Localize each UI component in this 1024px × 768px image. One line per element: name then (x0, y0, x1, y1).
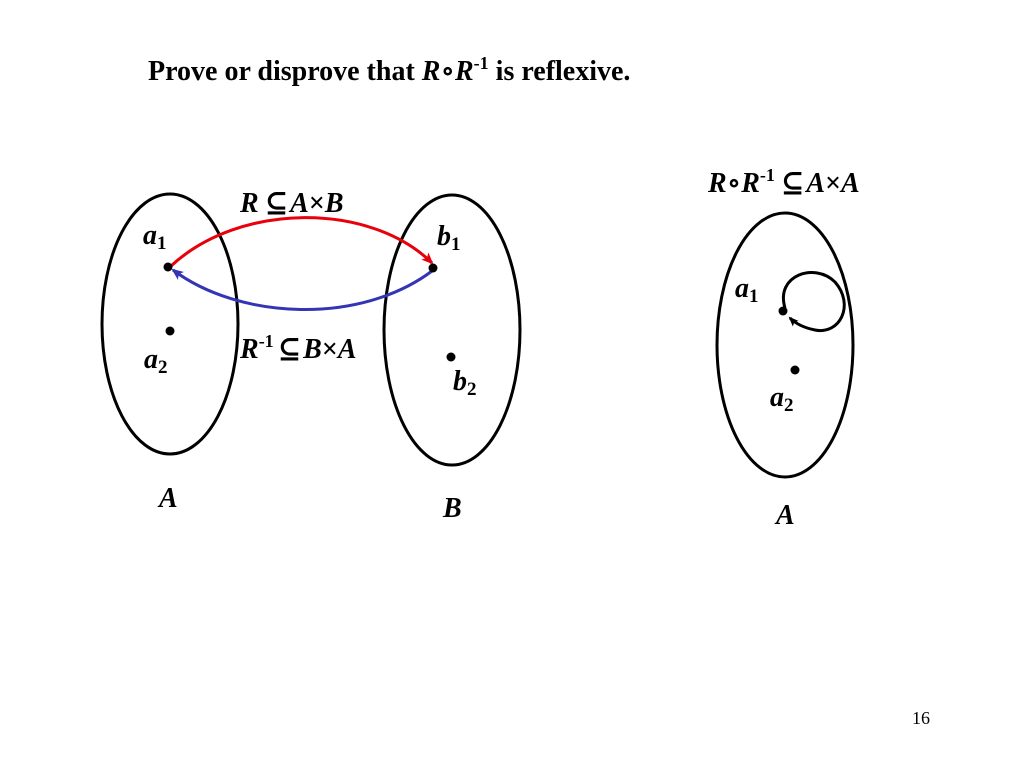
point-a1-right (778, 306, 788, 316)
composition-subset-label: R∘R-1⊆A×A (707, 165, 860, 199)
set-a-ellipse-right (715, 211, 855, 479)
label-b1: b1 (437, 221, 461, 255)
label-a2-right: a2 (770, 382, 794, 416)
self-loop-arrow (781, 271, 846, 332)
set-a-label: A (157, 483, 178, 514)
point-a2 (165, 326, 175, 336)
label-a2: a2 (144, 344, 168, 378)
point-b1 (428, 263, 438, 273)
set-b-label: B (442, 493, 462, 524)
page-number: 16 (912, 708, 930, 728)
set-b-ellipse (382, 193, 522, 467)
r-subset-label: R⊆A×B (239, 188, 344, 219)
slide-title: Prove or disprove that R∘R-1 is reflexiv… (148, 53, 630, 87)
r-inverse-arrow (171, 268, 433, 311)
r-inverse-subset-label: R-1⊆B×A (239, 331, 357, 365)
point-a2-right (790, 365, 800, 375)
set-a-ellipse (100, 192, 240, 456)
label-a1: a1 (143, 220, 167, 254)
label-a1-right: a1 (735, 273, 759, 307)
label-b2: b2 (453, 366, 477, 400)
set-a-label-right: A (774, 500, 795, 531)
point-a1 (163, 262, 173, 272)
point-b2 (446, 352, 456, 362)
r-arrow (169, 216, 434, 268)
